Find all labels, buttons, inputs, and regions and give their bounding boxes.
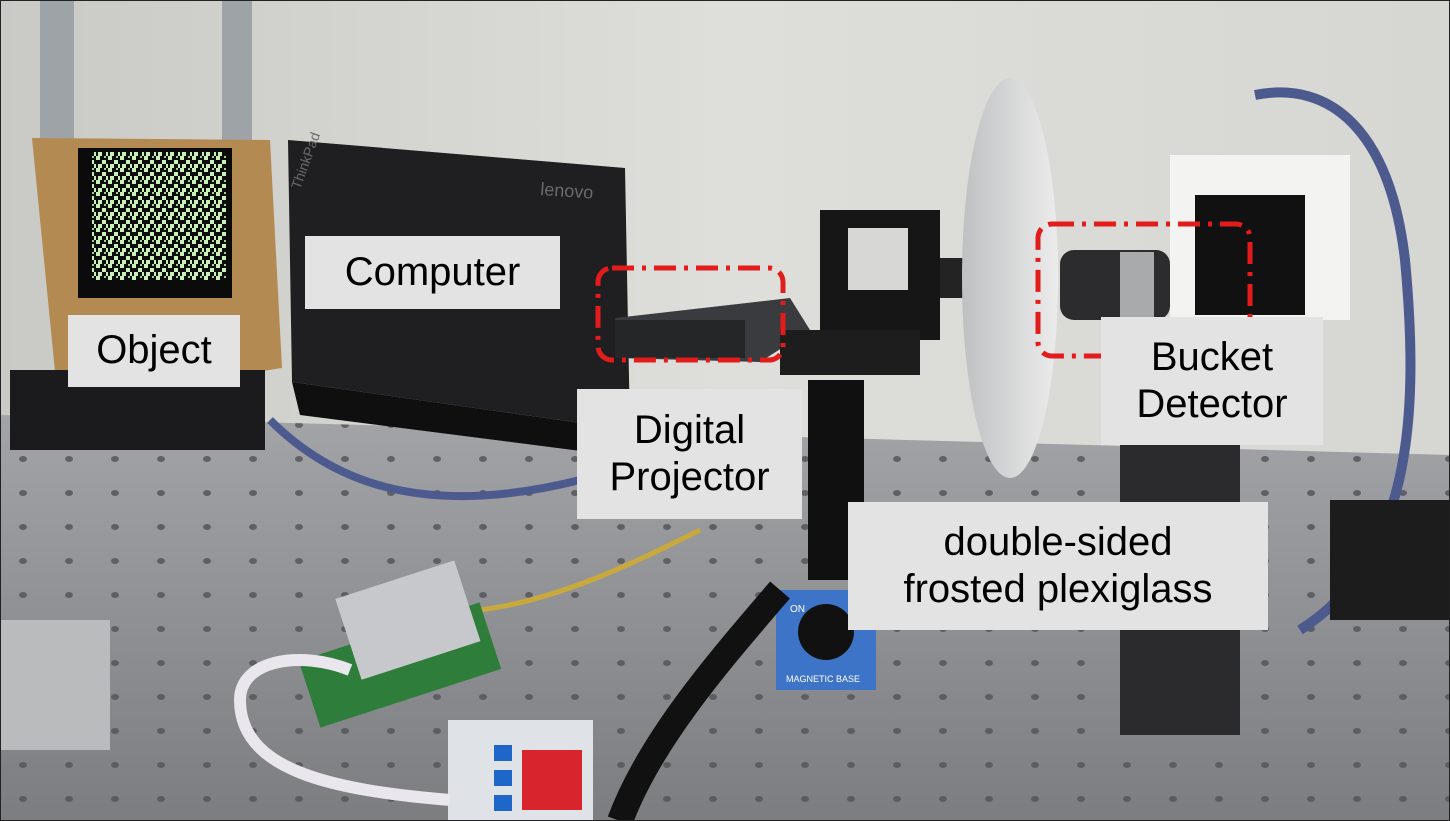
label-plexiglass-line-2: frosted plexiglass bbox=[903, 567, 1213, 611]
label-bucket-line-2: Detector bbox=[1136, 382, 1288, 426]
label-object-text: Object bbox=[96, 328, 212, 373]
power-supply bbox=[0, 620, 110, 750]
plexiglass-disc bbox=[962, 78, 1058, 478]
label-bucket-line-1: Bucket bbox=[1150, 334, 1274, 379]
projector-highlight-box bbox=[595, 265, 786, 363]
ribbon-cable bbox=[479, 527, 702, 613]
usb-cable bbox=[267, 417, 581, 501]
motor-mount-plate bbox=[780, 330, 920, 375]
wall-rail-left bbox=[40, 0, 74, 150]
label-bucket-detector: Bucket Detector bbox=[1101, 317, 1323, 445]
heatsink bbox=[335, 560, 481, 680]
controller-display bbox=[522, 750, 582, 810]
base-knob-text: ON bbox=[790, 604, 805, 615]
object-pattern bbox=[92, 152, 226, 280]
label-projector-line-2: Projector bbox=[609, 455, 770, 499]
label-computer: Computer bbox=[305, 236, 560, 309]
magnetic-base-text: MAGNETIC BASE bbox=[786, 674, 860, 684]
wall-rail-right bbox=[222, 0, 252, 150]
controller-ribbon bbox=[233, 654, 451, 806]
laptop-brand-text: lenovo bbox=[540, 179, 594, 203]
flat-cable bbox=[607, 581, 790, 821]
label-plexiglass-line-1: double-sided bbox=[943, 519, 1173, 564]
label-computer-text: Computer bbox=[344, 249, 521, 294]
label-object: Object bbox=[68, 315, 240, 387]
laptop-base bbox=[292, 382, 630, 455]
label-digital-projector: Digital Projector bbox=[577, 389, 802, 519]
label-plexiglass: double-sided frosted plexiglass bbox=[848, 502, 1268, 630]
label-projector-line-1: Digital bbox=[633, 407, 746, 452]
